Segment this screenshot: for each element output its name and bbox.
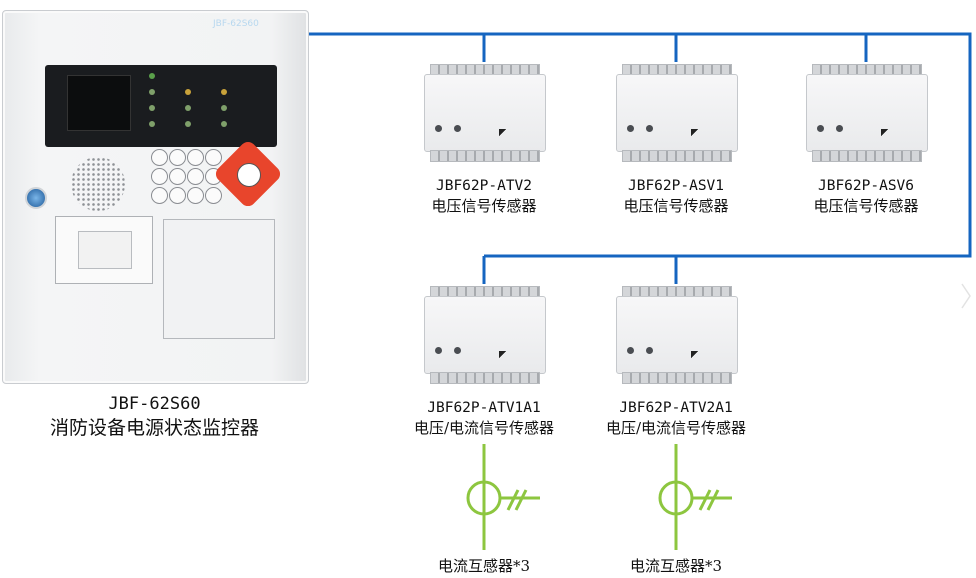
module-label: JBF62P-ATV2 电压信号传感器 bbox=[404, 176, 564, 216]
indicator-led bbox=[454, 125, 461, 132]
sensor-module bbox=[806, 62, 928, 162]
module-label: JBF62P-ATV2A1 电压/电流信号传感器 bbox=[586, 398, 766, 438]
brand-mark-icon bbox=[691, 351, 701, 359]
brand-mark-icon bbox=[499, 351, 509, 359]
keypad-key bbox=[205, 149, 222, 166]
keypad-key bbox=[169, 168, 186, 185]
current-transformer-icon bbox=[466, 444, 540, 550]
indicator-led bbox=[435, 347, 442, 354]
module-housing bbox=[424, 296, 546, 374]
status-led bbox=[149, 89, 155, 95]
module-name: 电压/电流信号传感器 bbox=[413, 419, 555, 437]
speaker-grille bbox=[71, 157, 125, 211]
module-model: JBF62P-ATV2A1 bbox=[619, 400, 733, 416]
brand-mark-icon bbox=[499, 129, 509, 137]
keypad-key bbox=[205, 187, 222, 204]
module-housing bbox=[616, 296, 738, 374]
status-led bbox=[221, 89, 227, 95]
brand-mark-icon bbox=[881, 129, 891, 137]
transformer-label: 电流互感器*3 bbox=[437, 557, 531, 575]
status-led bbox=[185, 105, 191, 111]
keypad-key bbox=[187, 168, 204, 185]
status-led bbox=[149, 73, 155, 79]
transformer-label: 电流互感器*3 bbox=[629, 557, 723, 575]
keypad-key bbox=[151, 149, 168, 166]
terminal-block bbox=[622, 372, 732, 384]
status-led bbox=[149, 105, 155, 111]
thermal-printer bbox=[55, 216, 153, 284]
cabinet-door bbox=[163, 219, 275, 339]
module-label: JBF62P-ATV1A1 电压/电流信号传感器 bbox=[394, 398, 574, 438]
controller-model: JBF-62S60 bbox=[108, 394, 201, 414]
keypad-key bbox=[169, 149, 186, 166]
indicator-led bbox=[627, 347, 634, 354]
indicator-led bbox=[454, 347, 461, 354]
indicator-led bbox=[627, 125, 634, 132]
keypad-key bbox=[187, 187, 204, 204]
module-label: JBF62P-ASV6 电压信号传感器 bbox=[786, 176, 946, 216]
status-led bbox=[221, 105, 227, 111]
controller-name: 消防设备电源状态监控器 bbox=[49, 417, 259, 439]
module-model: JBF62P-ATV2 bbox=[435, 178, 533, 194]
keypad-key bbox=[187, 149, 204, 166]
keypad-key bbox=[151, 187, 168, 204]
sensor-module bbox=[424, 284, 546, 384]
brand-mark-icon bbox=[691, 129, 701, 137]
navigation-center-key bbox=[237, 163, 261, 187]
display-panel bbox=[45, 65, 277, 147]
status-led bbox=[185, 121, 191, 127]
indicator-led bbox=[435, 125, 442, 132]
module-name: 电压/电流信号传感器 bbox=[605, 419, 747, 437]
terminal-block bbox=[622, 150, 732, 162]
indicator-led bbox=[836, 125, 843, 132]
keypad-key bbox=[169, 187, 186, 204]
key-lock bbox=[25, 187, 47, 209]
status-led bbox=[221, 121, 227, 127]
terminal-block bbox=[430, 150, 540, 162]
sensor-module bbox=[424, 62, 546, 162]
module-model: JBF62P-ASV6 bbox=[817, 178, 915, 194]
module-label: JBF62P-ASV1 电压信号传感器 bbox=[596, 176, 756, 216]
current-transformer-icon bbox=[658, 444, 732, 550]
module-model: JBF62P-ASV1 bbox=[627, 178, 725, 194]
status-led bbox=[149, 121, 155, 127]
terminal-block bbox=[812, 150, 922, 162]
module-name: 电压信号传感器 bbox=[813, 197, 919, 215]
module-model: JBF62P-ATV1A1 bbox=[427, 400, 541, 416]
module-housing bbox=[806, 74, 928, 152]
power-monitor-controller: JBF-62S60 bbox=[2, 10, 309, 384]
printer-slot bbox=[78, 231, 132, 269]
sensor-module bbox=[616, 284, 738, 384]
indicator-led bbox=[646, 125, 653, 132]
module-name: 电压信号传感器 bbox=[431, 197, 537, 215]
sensor-module bbox=[616, 62, 738, 162]
terminal-block bbox=[430, 372, 540, 384]
indicator-led bbox=[817, 125, 824, 132]
module-name: 电压信号传感器 bbox=[623, 197, 729, 215]
lcd-screen bbox=[67, 75, 131, 131]
controller-top-logo: JBF-62S60 bbox=[213, 19, 259, 29]
indicator-led bbox=[646, 347, 653, 354]
keypad-key bbox=[151, 168, 168, 185]
status-led bbox=[185, 89, 191, 95]
controller-label: JBF-62S60 消防设备电源状态监控器 bbox=[2, 392, 307, 440]
